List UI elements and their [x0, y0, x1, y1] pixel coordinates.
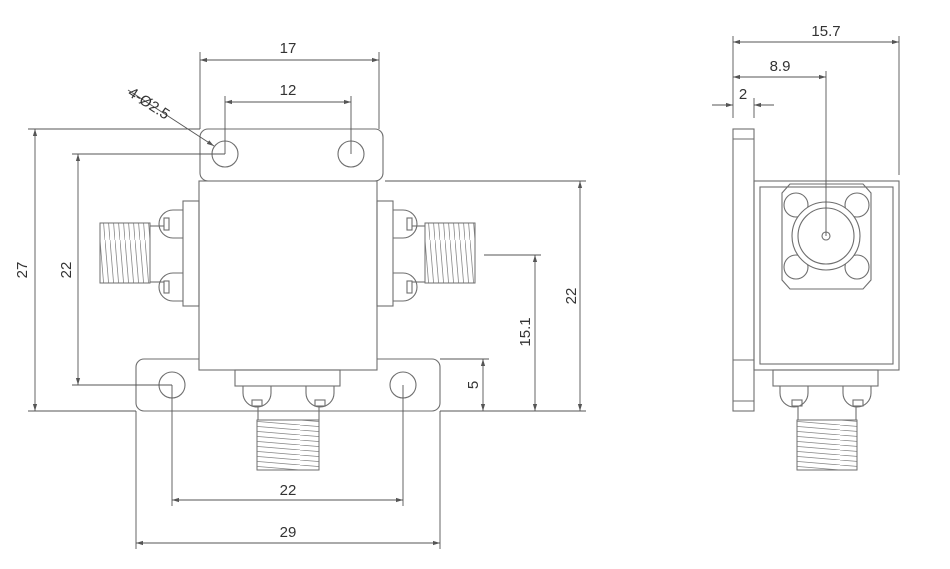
side-flange [732, 128, 755, 412]
dim-hole-spacing-vertical: 22 [58, 262, 75, 279]
bottom-sma-connector [234, 369, 341, 471]
dim-flange-thickness: 2 [739, 86, 747, 103]
body [198, 180, 378, 371]
right-sma-connector [376, 200, 476, 307]
top-flange [199, 128, 384, 182]
left-sma-connector [99, 200, 200, 307]
dim-connector-height: 15.1 [517, 317, 534, 346]
dim-overall-depth: 15.7 [811, 23, 840, 40]
dim-flange-width: 29 [280, 524, 297, 541]
dim-hole-spacing-bottom: 22 [280, 482, 297, 499]
side-bottom-connector [772, 369, 879, 471]
side-dimension-lines [712, 36, 900, 236]
dim-hole-spacing-top: 12 [280, 82, 297, 99]
connector-flange [781, 183, 872, 290]
dim-overall-width: 17 [280, 40, 297, 57]
dim-flange-height: 5 [465, 381, 482, 389]
dim-body-height: 22 [563, 288, 580, 305]
dimension-lines [28, 52, 586, 549]
dim-overall-height: 27 [14, 262, 31, 279]
front-view: 17 12 4-Ø2.5 27 22 22 15.1 5 22 29 [14, 40, 586, 549]
side-view: 15.7 8.9 2 [712, 23, 900, 471]
dim-hole-callout: 4-Ø2.5 [125, 84, 173, 123]
dim-connector-offset: 8.9 [770, 58, 791, 75]
